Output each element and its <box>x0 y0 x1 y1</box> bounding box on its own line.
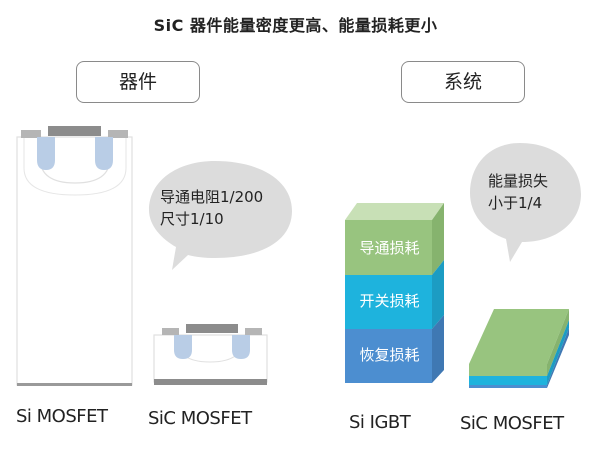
si-mosfet-gate <box>48 126 101 136</box>
page-title: SiC 器件能量密度更高、能量损耗更小 <box>153 16 438 35</box>
si-igbt-loss-stack <box>345 203 444 383</box>
system-header: 系统 <box>401 61 525 103</box>
device-speech-bubble <box>149 161 292 270</box>
sic-mosfet-gate-oxide-left <box>174 335 192 359</box>
sic-mosfet-system-caption: SiC MOSFET <box>460 413 564 434</box>
conduction-loss-layer <box>345 220 432 275</box>
system-bubble-line1: 能量损失 <box>488 172 549 190</box>
si-mosfet-drain <box>17 383 132 386</box>
si-igbt-caption: Si IGBT <box>349 412 411 433</box>
si-mosfet-well-curve <box>23 137 127 196</box>
si-mosfet-device-graphic <box>16 126 133 386</box>
si-mosfet-source-left <box>21 130 41 138</box>
stack-side-blue <box>432 315 444 383</box>
system-speech-bubble <box>470 143 581 262</box>
device-header: 器件 <box>76 61 200 103</box>
system-bubble-line2: 小于1/4 <box>488 194 543 212</box>
recovery-loss-layer <box>345 329 432 383</box>
thin-stack-side-blue <box>547 328 569 388</box>
thin-stack-side-green <box>547 309 569 376</box>
thin-blue-layer <box>469 385 547 388</box>
switching-loss-label: 开关损耗 <box>359 292 420 310</box>
thin-stack-top-green <box>469 309 569 364</box>
si-mosfet-body <box>16 136 133 386</box>
si-mosfet-source-right <box>108 130 128 138</box>
device-bubble-line1: 导通电阻1/200 <box>160 188 264 206</box>
thin-cyan-layer <box>469 376 547 385</box>
stack-top-face <box>345 203 444 220</box>
sic-mosfet-caption: SiC MOSFET <box>148 408 252 429</box>
sic-mosfet-source-right <box>245 328 262 335</box>
stack-side-cyan <box>432 260 444 329</box>
system-bubble-text: 能量损失 小于1/4 <box>488 170 548 214</box>
sic-mosfet-gate <box>186 324 238 333</box>
sic-mosfet-loss-stack <box>469 309 569 388</box>
recovery-loss-label: 恢复损耗 <box>359 346 420 364</box>
sic-mosfet-device-graphic <box>153 324 268 385</box>
sic-mosfet-gate-oxide-right <box>232 335 250 359</box>
thin-green-layer <box>469 364 547 376</box>
si-mosfet-caption: Si MOSFET <box>16 406 108 427</box>
si-mosfet-gate-oxide-right <box>95 137 113 170</box>
sic-mosfet-body <box>153 334 268 383</box>
sic-mosfet-drain <box>154 379 267 385</box>
stack-side-green <box>432 203 444 275</box>
si-mosfet-gate-oxide-left <box>37 137 55 170</box>
device-bubble-text: 导通电阻1/200 尺寸1/10 <box>160 186 263 230</box>
conduction-loss-label: 导通损耗 <box>359 239 420 257</box>
switching-loss-layer <box>345 275 432 329</box>
sic-mosfet-source-left <box>162 328 179 335</box>
device-bubble-line2: 尺寸1/10 <box>160 210 224 228</box>
thin-stack-side-cyan <box>547 320 569 385</box>
